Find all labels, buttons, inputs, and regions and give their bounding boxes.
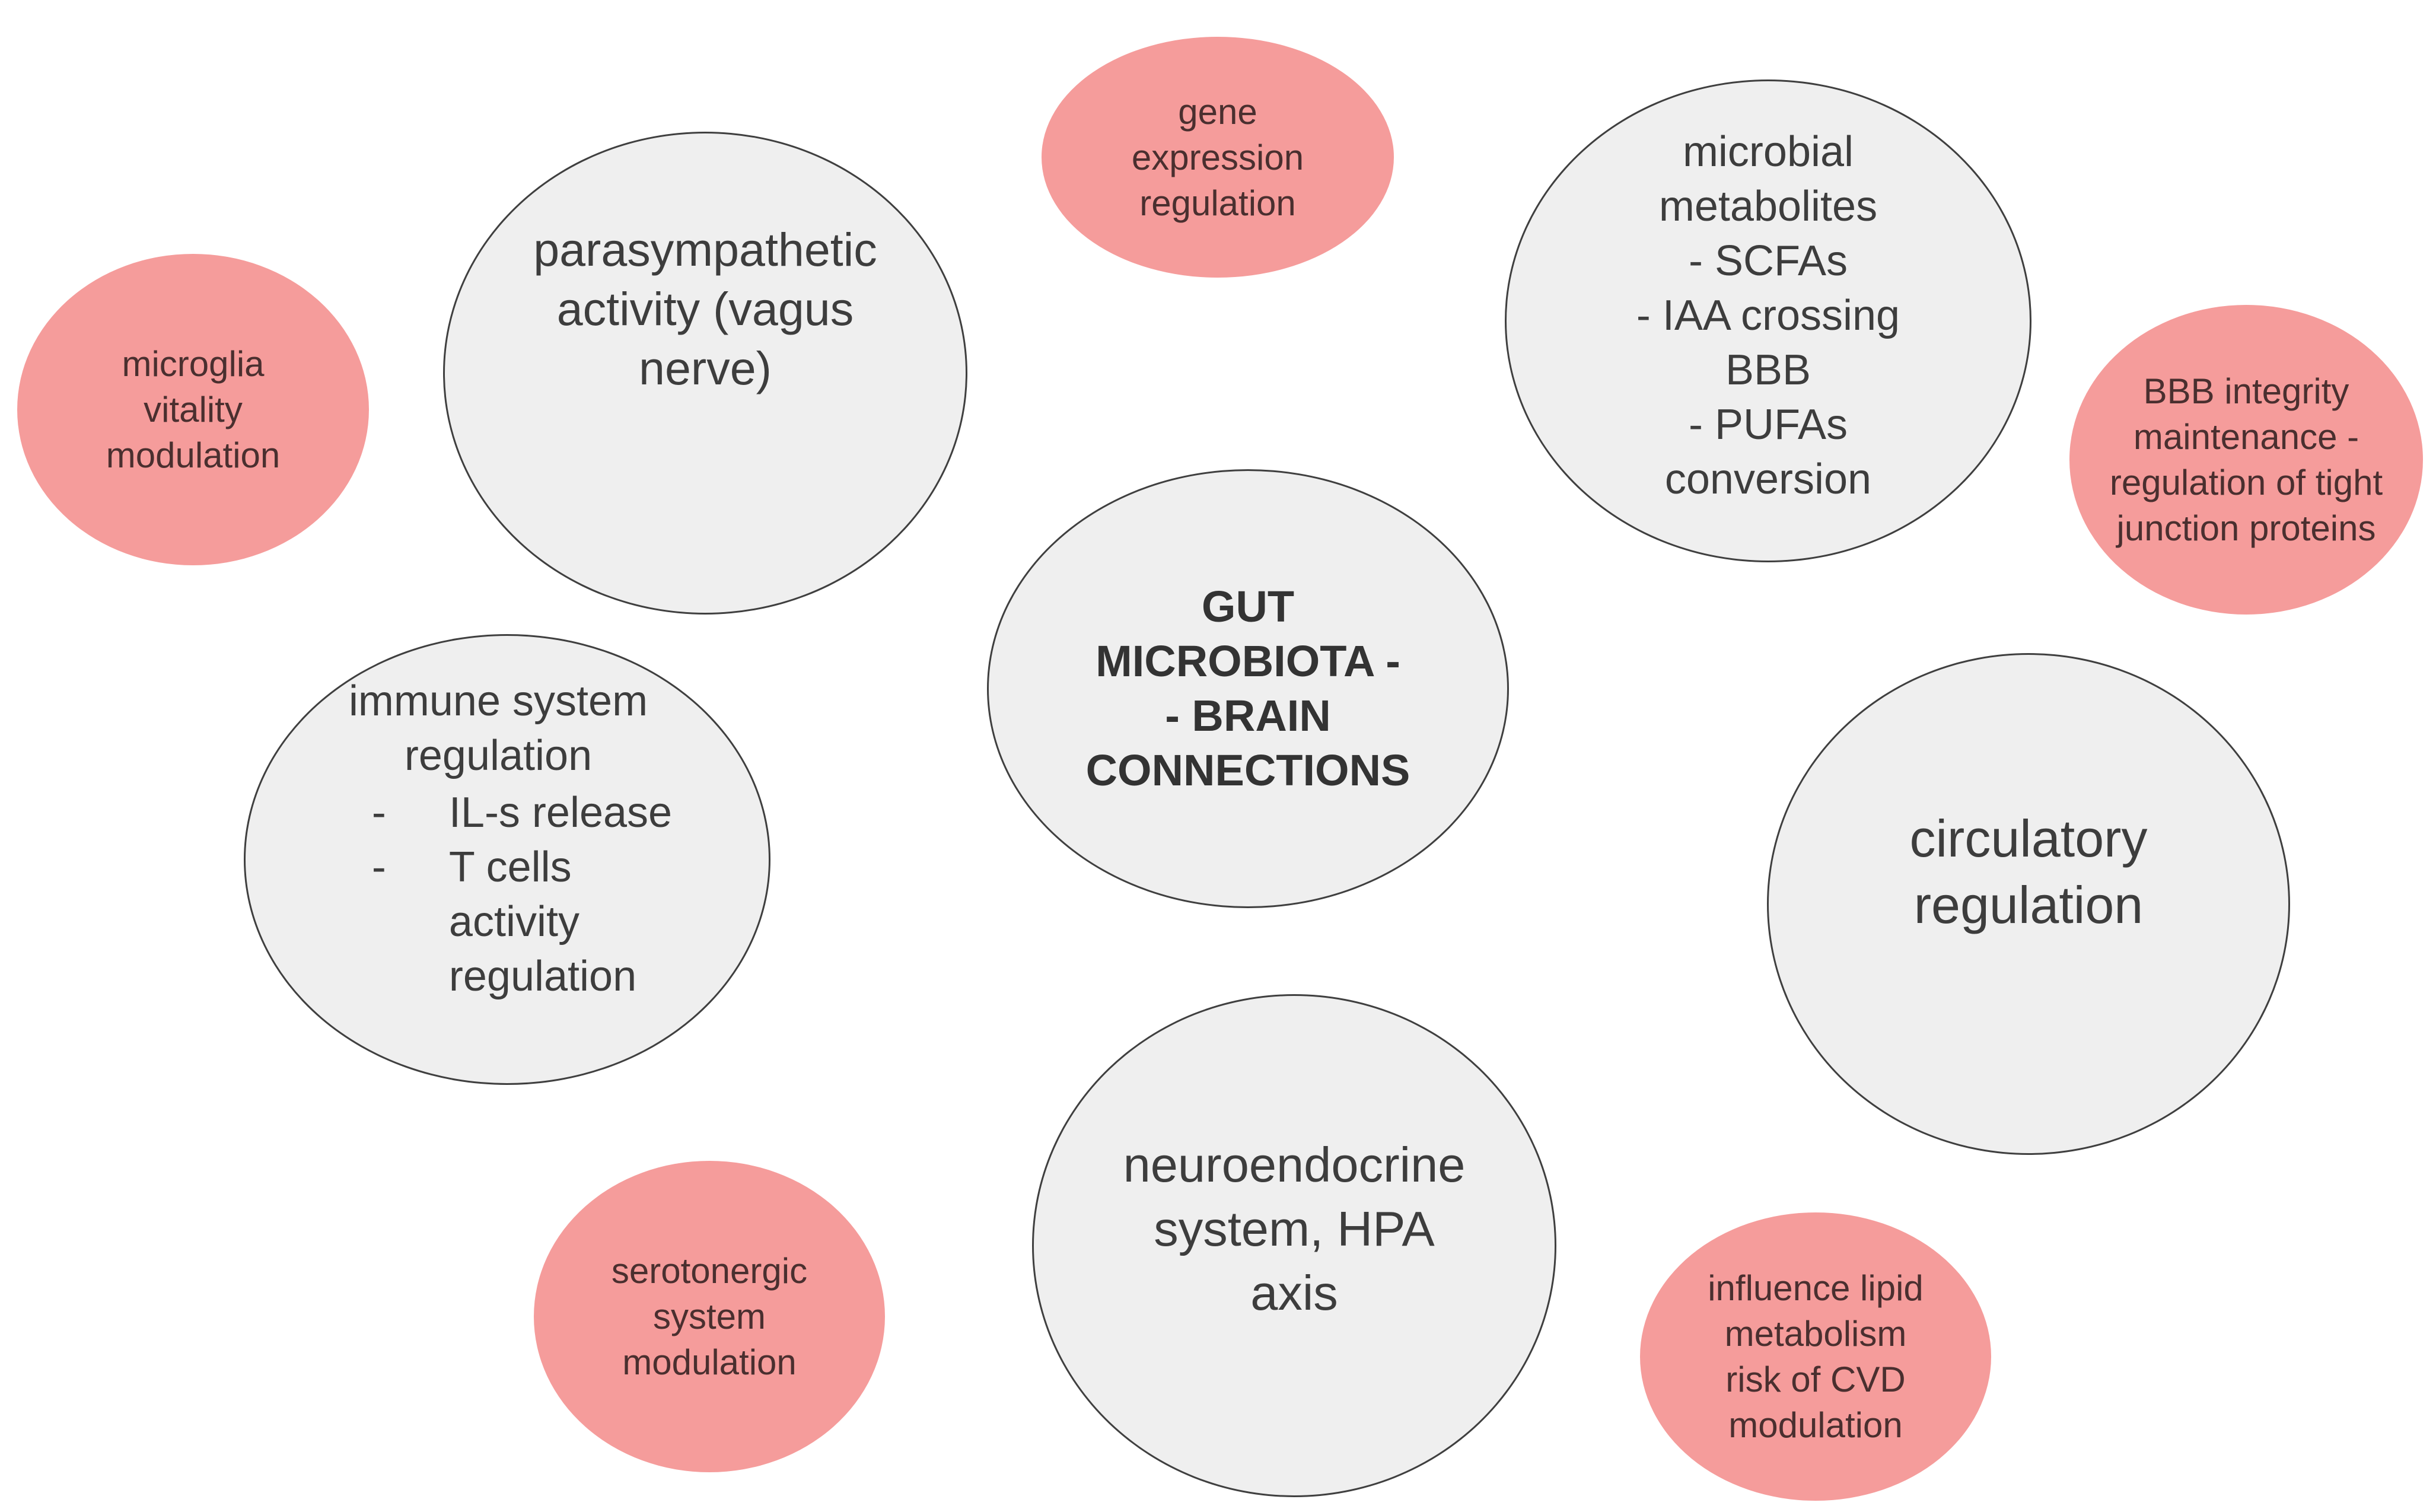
node-serotonergic: serotonergic system modulation: [534, 1161, 885, 1472]
node-neuroendocrine: neuroendocrine system, HPA axis: [1032, 994, 1556, 1497]
center-line: - BRAIN: [1165, 691, 1331, 740]
node-text: axis: [1250, 1265, 1338, 1320]
node-microglia: microglia vitality modulation: [17, 254, 369, 565]
node-text: T cells: [448, 843, 572, 891]
center-line: CONNECTIONS: [1085, 746, 1410, 795]
bullet-dash: -: [371, 789, 386, 836]
node-text: - PUFAs: [1688, 401, 1848, 448]
node-text: vitality: [144, 390, 243, 429]
node-text: regulation: [448, 953, 637, 1000]
center-line: MICROBIOTA -: [1096, 636, 1400, 686]
node-text: - IAA crossing: [1636, 292, 1900, 339]
node-immune-system: immune system regulation - IL-s release …: [244, 634, 770, 1085]
node-text: microbial: [1682, 128, 1854, 176]
bullet-item: - T cells activity regulation: [360, 840, 636, 1004]
node-text: influence lipid: [1708, 1268, 1924, 1308]
node-text: regulation: [404, 732, 593, 779]
node-text: gene: [1178, 91, 1257, 132]
node-text: serotonergic: [611, 1251, 808, 1291]
node-text: BBB: [1725, 346, 1811, 394]
node-text: activity: [448, 898, 579, 946]
node-text: metabolism: [1724, 1314, 1907, 1354]
node-text: nerve): [639, 342, 772, 394]
bullet-dash: -: [371, 843, 386, 891]
node-text: BBB integrity: [2143, 371, 2349, 411]
node-gut-brain-center: GUT MICROBIOTA - - BRAIN CONNECTIONS: [987, 469, 1509, 908]
node-text: microglia: [122, 344, 265, 384]
node-bbb-integrity: BBB integrity maintenance - regulation o…: [2069, 305, 2423, 615]
node-text: modulation: [1728, 1405, 1903, 1445]
node-text: junction proteins: [2116, 508, 2376, 548]
node-lipid-metabolism: influence lipid metabolism risk of CVD m…: [1640, 1212, 1991, 1501]
node-text: - SCFAs: [1688, 237, 1848, 285]
node-gene-expression: gene expression regulation: [1042, 37, 1394, 278]
bullet-item: - IL-s release: [360, 785, 672, 840]
node-text: IL-s release: [448, 789, 673, 836]
node-text: circulatory: [1909, 809, 2148, 868]
node-text: modulation: [106, 435, 281, 475]
node-parasympathetic: parasympathetic activity (vagus nerve): [443, 132, 967, 615]
node-text: conversion: [1664, 456, 1872, 503]
node-text: expression: [1131, 137, 1304, 177]
node-text: immune system: [348, 677, 648, 725]
node-microbial-metabolites: microbial metabolites - SCFAs - IAA cros…: [1505, 79, 2031, 562]
node-text: activity (vagus: [556, 282, 854, 335]
node-text: neuroendocrine: [1123, 1137, 1466, 1192]
node-text: system, HPA: [1154, 1201, 1435, 1256]
node-text: maintenance -: [2133, 417, 2359, 457]
node-text: regulation: [1913, 876, 2144, 934]
center-line: GUT: [1201, 582, 1295, 631]
node-text: risk of CVD: [1725, 1360, 1906, 1399]
node-text: regulation: [1139, 183, 1296, 223]
node-text: modulation: [622, 1342, 797, 1382]
node-text: metabolites: [1658, 183, 1878, 230]
node-text: regulation of tight: [2109, 463, 2383, 502]
node-circulatory: circulatory regulation: [1767, 653, 2290, 1155]
node-text: parasympathetic: [533, 223, 877, 276]
node-text: system: [652, 1297, 766, 1336]
